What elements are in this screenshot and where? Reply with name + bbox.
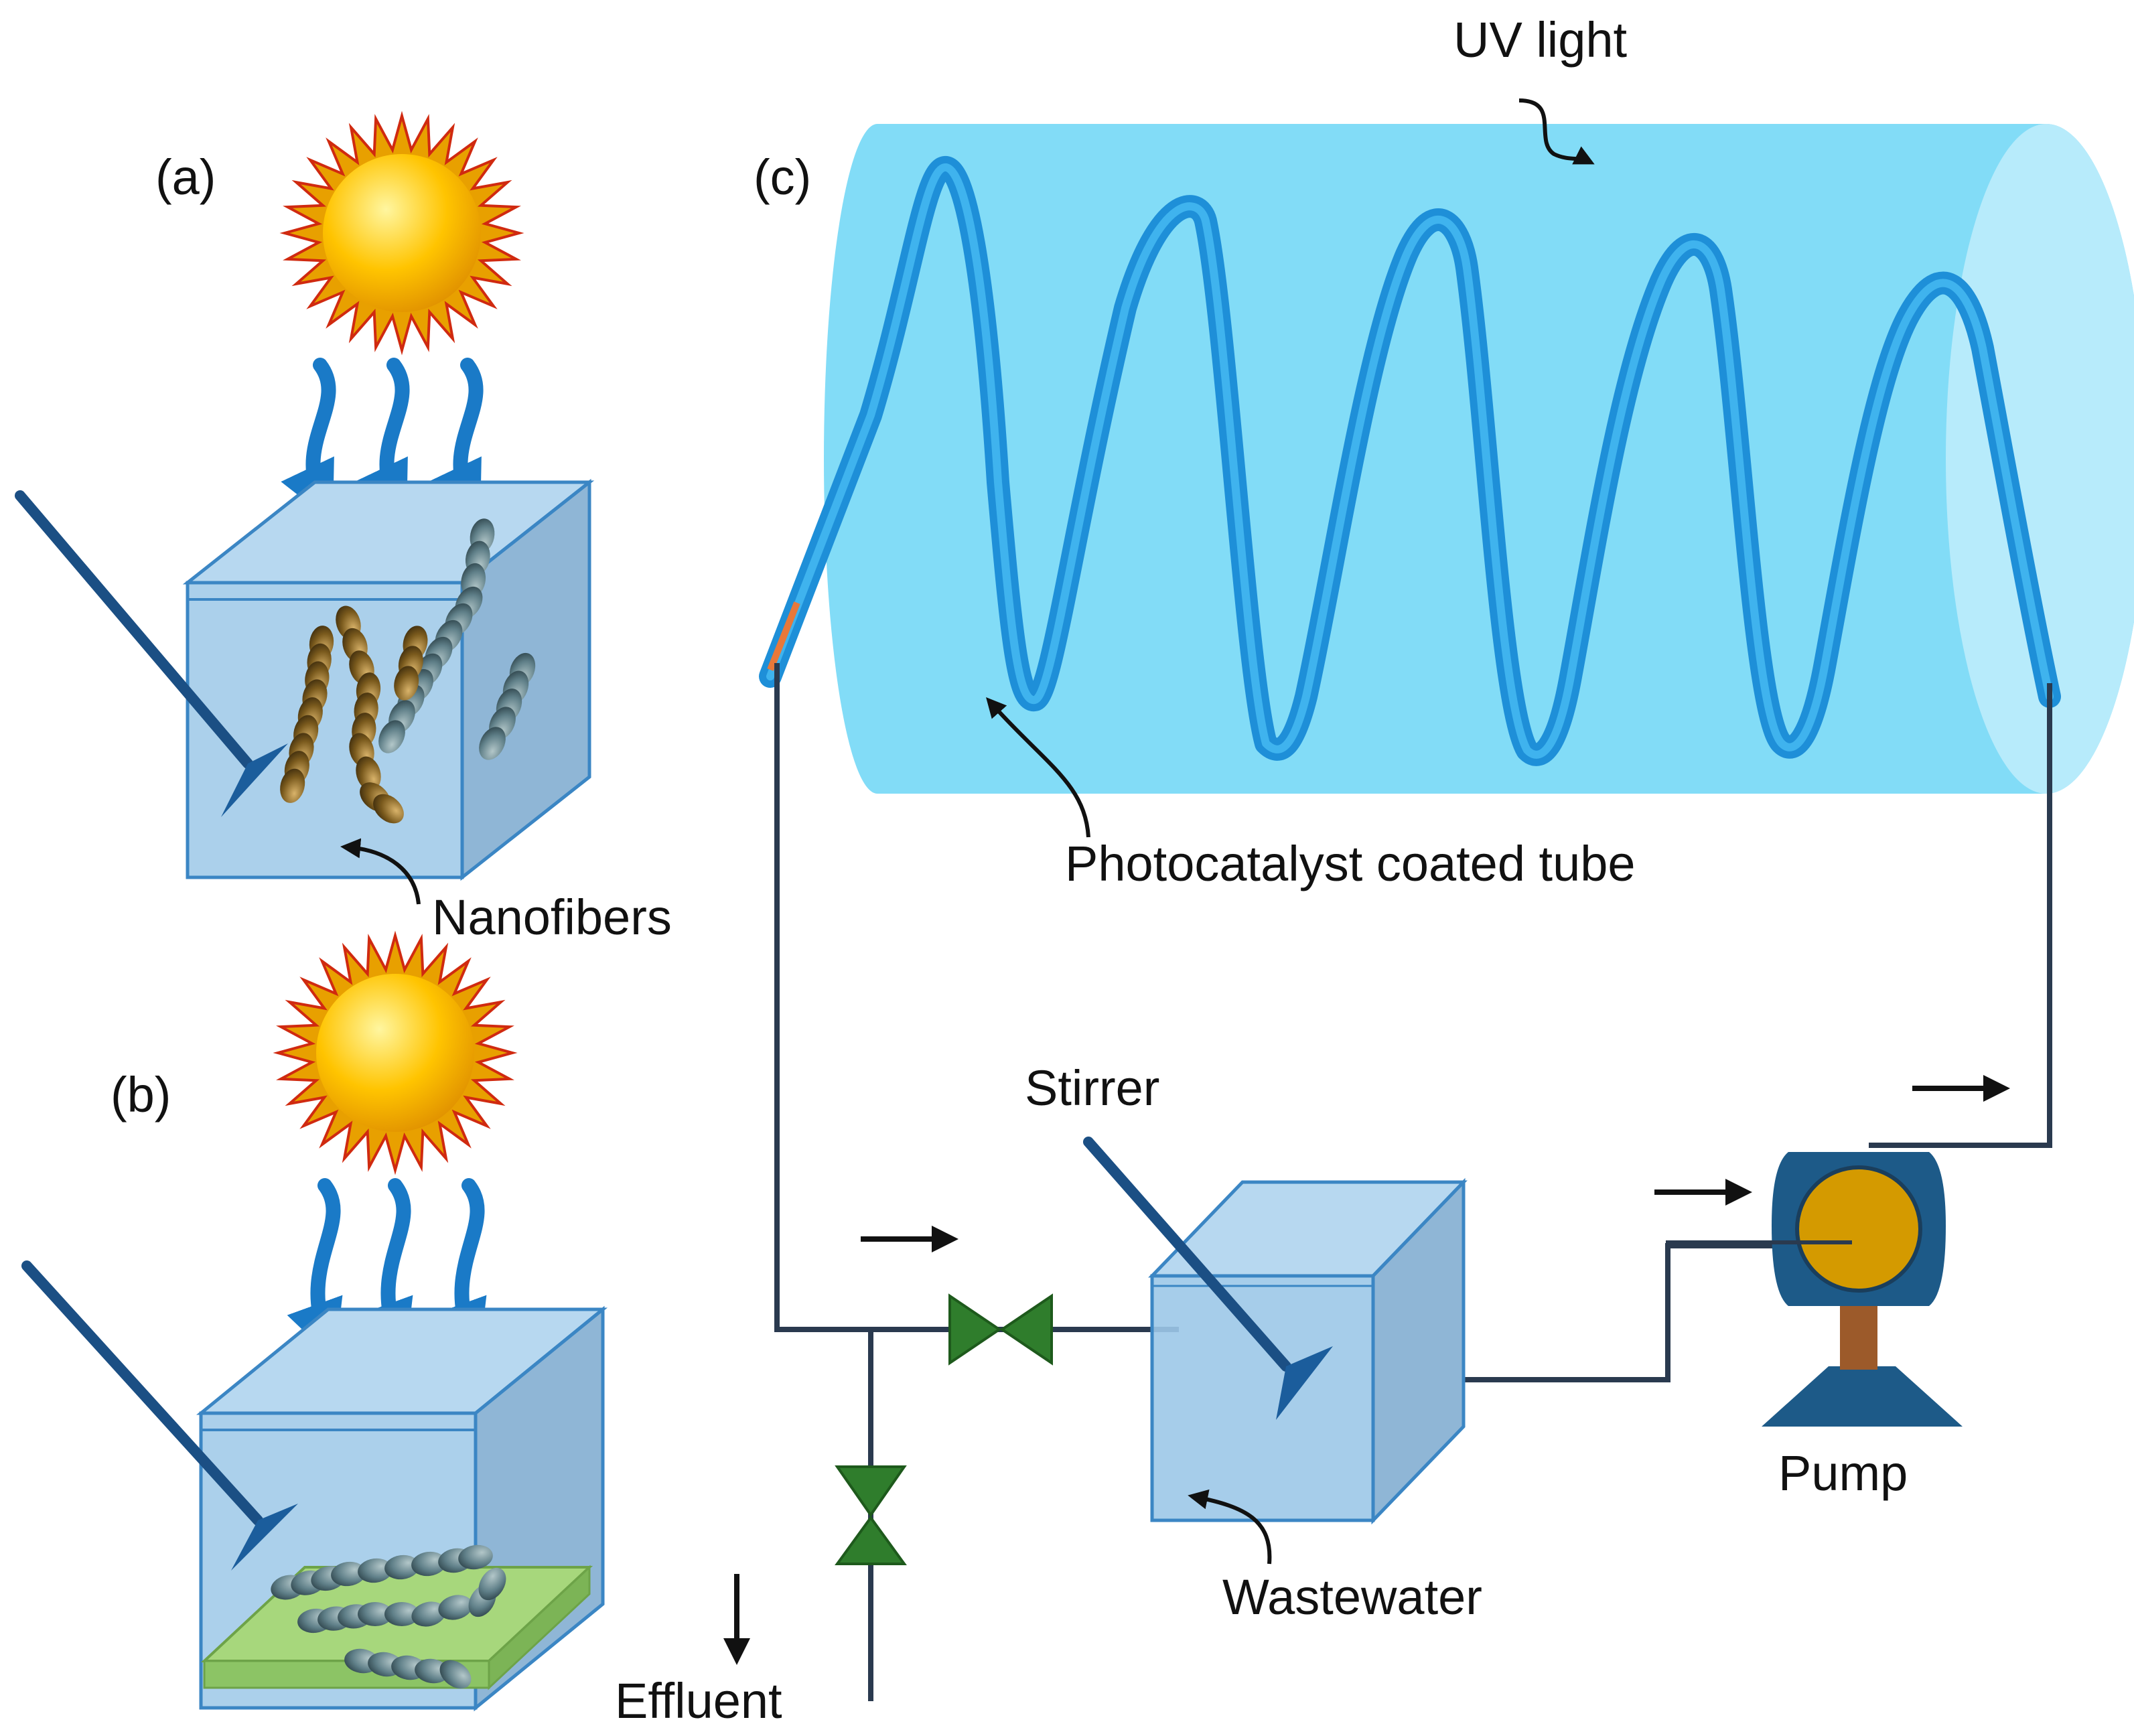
sun-icon <box>279 111 524 356</box>
nanofiber-bead <box>439 1660 472 1689</box>
pipes <box>774 663 2052 1701</box>
panel-b-label: (b) <box>111 1067 171 1123</box>
nanofibers-a <box>280 518 536 824</box>
light-rays-icon <box>281 358 484 522</box>
stirrer-b <box>21 1260 298 1571</box>
pump-icon <box>1666 1152 1963 1427</box>
nanofiber-bead <box>358 1602 393 1626</box>
nanofiber-bead <box>358 1558 393 1583</box>
nanofiber-bead <box>415 1658 449 1684</box>
nanofiber-bead <box>331 1561 366 1587</box>
nanofibers-label: Nanofibers <box>432 889 672 945</box>
light-rays-icon <box>287 1178 487 1361</box>
nanofiber-bead <box>479 727 506 760</box>
panel-a-label: (a) <box>155 149 216 205</box>
uv-light-pointer: UV light <box>1453 12 1628 165</box>
nanofiber-bead <box>384 1602 419 1626</box>
flow-arrows <box>723 1075 2010 1665</box>
pump-label: Pump <box>1778 1445 1908 1501</box>
nanofiber-bead <box>373 794 404 824</box>
sun-icon <box>273 930 518 1175</box>
nanofibers-pointer: Nanofibers <box>340 838 672 945</box>
tube-pointer: Photocatalyst coated tube <box>986 697 1636 891</box>
nanofiber-bead <box>280 768 305 803</box>
photocatalyst-coil <box>759 156 2061 766</box>
nanofiber-bead <box>411 1601 446 1627</box>
effluent-label: Effluent <box>615 1673 782 1729</box>
nanofiber-bead <box>384 1554 419 1580</box>
nanofiber-bead <box>438 1595 473 1620</box>
nanofiber-bead <box>478 1567 506 1601</box>
stirrer-label: Stirrer <box>1025 1060 1159 1116</box>
nanofiber-bead <box>378 720 405 753</box>
tube-label: Photocatalyst coated tube <box>1065 836 1636 891</box>
panel-c: (c) UV light Photocatalyst coated tube <box>615 12 2134 1729</box>
panel-c-label: (c) <box>754 149 811 205</box>
panel-a: (a) Nanofibers <box>15 111 672 945</box>
reactor-box-b <box>196 1305 608 1712</box>
uv-light-label: UV light <box>1453 12 1628 68</box>
nanofiber-bead <box>394 666 419 701</box>
nanofibers-b <box>271 1544 506 1689</box>
stirrer-c <box>1083 1137 1333 1420</box>
valve-vertical <box>835 1465 907 1565</box>
wastewater-label: Wastewater <box>1222 1569 1482 1625</box>
nanofiber-bead <box>411 1551 446 1577</box>
wastewater-pointer: Wastewater <box>1188 1489 1482 1625</box>
nanofiber-bead <box>458 1544 493 1570</box>
panel-b: (b) <box>21 930 608 1712</box>
stirrer-a <box>15 490 288 817</box>
wastewater-tank <box>1148 1177 1468 1525</box>
valve-horizontal <box>948 1293 1053 1366</box>
nanofiber-bead <box>356 756 381 791</box>
